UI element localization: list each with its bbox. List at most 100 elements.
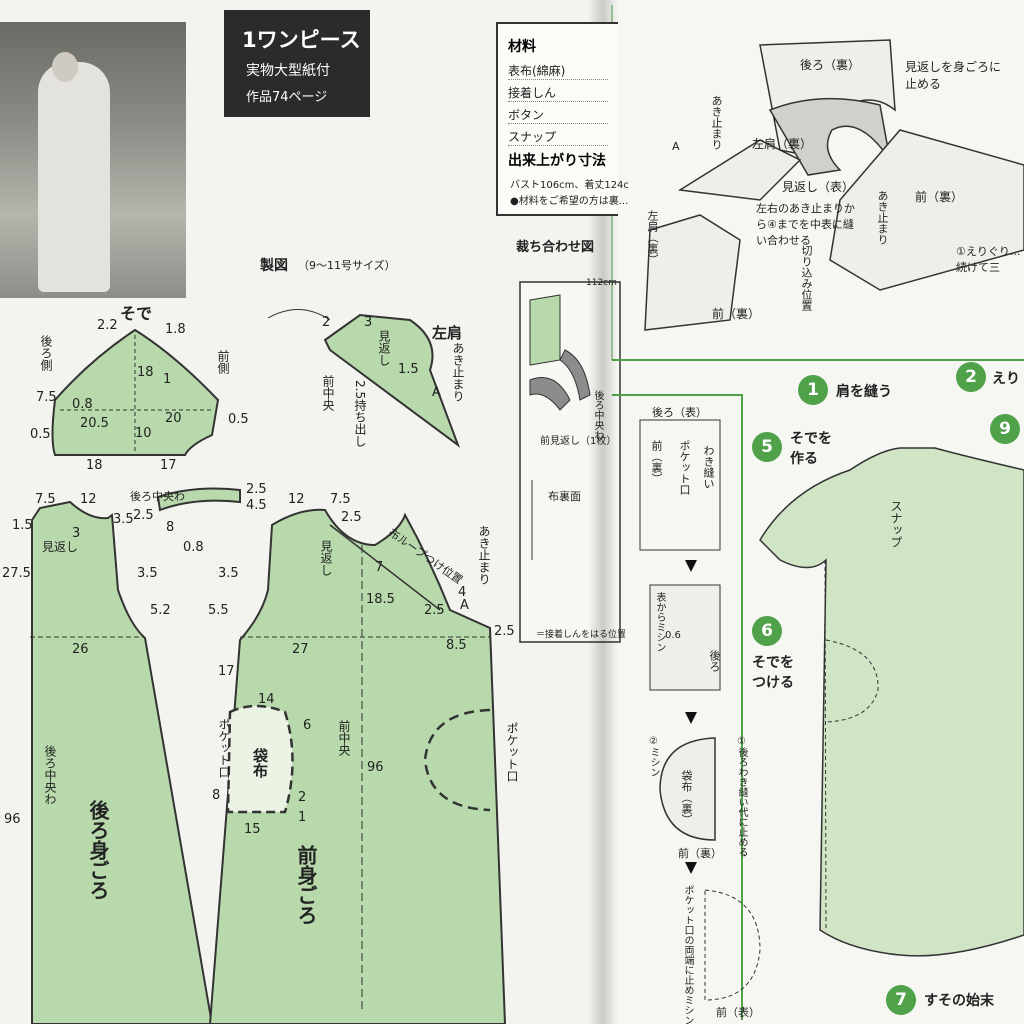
p-stitch: ②ミシン [648,736,659,777]
title-subtitle: 実物大型紙付 [246,63,330,79]
front-dim: 2.5 [424,603,445,618]
p-allowance: 0.6 [665,630,681,641]
shoulder-mark: A [432,385,441,400]
step1-facing [768,97,891,176]
front-bodice-pattern [208,508,507,1024]
p-pocket-mouth: ポケット口 [678,440,691,495]
model-figure [38,62,110,292]
collar-label: 後ろ中央わ [130,490,185,503]
front-dim: 12 [288,492,305,507]
back-dim: 1.5 [12,518,33,533]
r-cut-position: 切り込み位置 [800,245,813,311]
step-label-5: そでを作る [790,431,832,467]
back-bodice-pattern [31,500,214,1024]
back-bodice-title: 後ろ身ごろ [86,800,110,900]
pocket-step-b [649,584,721,691]
pocket-mouth-label: ポケット口 [217,718,231,778]
r-open-stop: あき止まり [710,95,723,150]
p-bag: 袋布（裏） [680,770,693,825]
shoulder-dim: 1.5 [398,362,419,377]
pocket-step-d [704,889,761,1001]
left-shoulder-extension: 2.5持ち出し [353,380,367,448]
title-main: 1ワンピース [242,28,361,52]
front-facing: 見返し [319,540,333,576]
sleeve-dim: 10 [135,426,152,441]
size-text: バスト106cm、着丈124c [510,180,629,191]
step-label-6: そでをつける [752,655,794,691]
left-shoulder-open-stop: あき止まり [451,342,465,402]
shoulder-dim: 2 [322,315,331,330]
pocket-step-c [659,737,716,841]
sleeve-dim: 18 [86,458,103,473]
material-item: ボタン [508,106,608,124]
pocket-step-a [639,419,721,551]
step-badge-7: 7 [886,985,916,1015]
p-front-face: 前（表） [716,1006,760,1019]
title-box: 1ワンピース 実物大型紙付 作品74ページ [224,10,370,117]
step-label-7: すその始末 [924,993,994,1009]
collar-dim: 0.8 [183,540,204,555]
back-dim: 3.5 [113,512,134,527]
front-dim: 4 [458,585,467,600]
step-badge-6: 6 [752,616,782,646]
back-dim: 7.5 [35,492,56,507]
p-side-seam: わき縫い [702,445,715,489]
front-dim: 96 [367,760,384,775]
collar-dim: 4.5 [246,498,267,513]
material-item: 接着しん [508,84,608,102]
front-center: 前中央 [337,720,351,756]
r-back: 後ろ（裏） [800,58,861,72]
r-open-stop-2: あき止まり [876,190,889,245]
step-badge-2: 2 [956,362,986,392]
r-left-shoulder: 左肩（裏） [752,137,813,151]
material-item: スナップ [508,128,608,146]
step1-left-shoulder [677,139,802,201]
pocket-mouth-label-right: ポケット口 [505,722,519,782]
front-dim: 6 [303,718,312,733]
r-sew-note: 左右のあき止まりから④までを中表に縫い合わせる [756,202,855,247]
front-bodice-title: 前身ごろ [294,845,318,925]
material-item: 表布(綿麻) [508,62,608,80]
left-shoulder-facing: 見返し [377,330,391,366]
sleeve-dim: 1.8 [165,322,186,337]
back-dim: 3 [72,526,81,541]
sleeve-dim: 18 [137,365,154,380]
cutting-heading: 裁ち合わせ図 [516,240,595,255]
collar-dim: 2.5 [133,508,154,523]
left-shoulder-front-center: 前中央 [321,375,335,411]
sleeve-dim: 1 [163,372,172,387]
title-page-ref: 作品74ページ [246,90,328,105]
p-back-front: 後ろ（表） [652,406,707,419]
front-dim: 15 [244,822,261,837]
step1-lower-piece [644,214,741,331]
front-dim: 14 [258,692,275,707]
cutting-center-back: 後ろ中央わ [592,390,603,440]
back-facing: 見返し [42,540,79,554]
materials-note: ●材料をご希望の方は裏... [510,196,629,207]
front-open-stop: あき止まり [477,525,491,585]
step-badge-9: 9 [990,414,1020,444]
back-center-fold: 後ろ中央わ [43,745,57,805]
left-shoulder-pattern [323,313,461,448]
fabric-reverse: 布裏面 [548,490,581,503]
front-dim: 5.5 [208,603,229,618]
p-from-table: 表からミシン [654,592,665,652]
sleeve-back-side: 後ろ側 [39,335,53,371]
fabric-width: 112cm [586,278,617,288]
front-dim: 18.5 [366,592,395,607]
sleeve-dim: 0.8 [72,397,93,412]
sleeve-dim: 0.5 [228,412,249,427]
materials-heading: 材料 [508,39,536,55]
front-dim: 2.5 [341,510,362,525]
sleeve-dim: 7.5 [36,390,57,405]
draft-size: （9～11号サイズ） [298,259,396,272]
sleeve-dim: 20 [165,411,182,426]
p-front-back-2: 前（裏） [678,847,722,860]
p-back-allowance: ①後ろわき縫い代に止める [736,736,747,857]
back-dim: 12 [80,492,97,507]
pocket-bag-pattern [226,704,294,814]
step-badge-5: 5 [752,432,782,462]
materials-box: 材料 表布(綿麻) 接着しん ボタン スナップ 出来上がり寸法 バスト106cm… [496,22,629,216]
